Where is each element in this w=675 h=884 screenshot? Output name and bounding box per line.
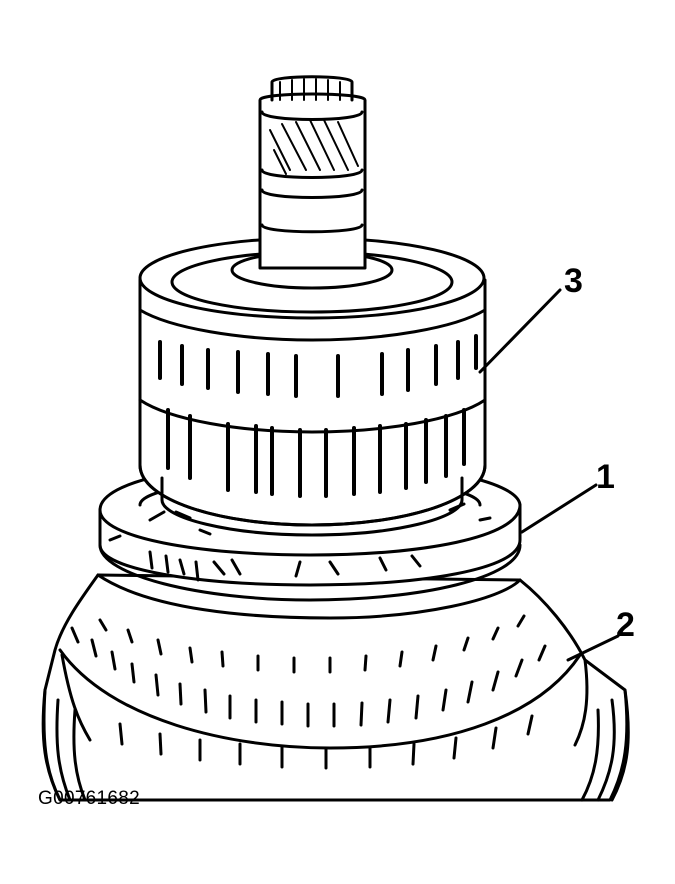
leader-2 [566,634,620,662]
figure-id-label: G00761682 [38,788,141,809]
clutch-drum [138,236,487,537]
shaft-splines [269,78,359,175]
callout-3: 3 [564,262,583,300]
lower-housing [41,573,630,802]
drum-slots [158,334,478,498]
housing-slots [70,614,547,770]
leader-3 [478,288,562,374]
callout-1: 1 [596,458,615,496]
callout-leaders [478,288,620,662]
callout-2: 2 [616,606,635,644]
leader-1 [520,483,598,534]
input-shaft [258,75,367,270]
